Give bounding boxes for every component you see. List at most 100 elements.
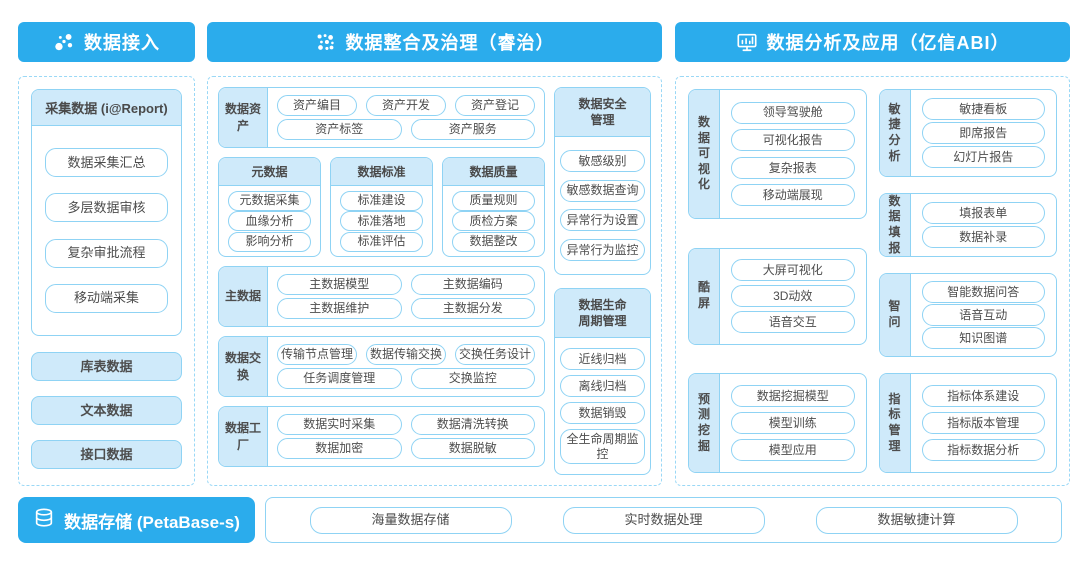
chip-metadata-collect[interactable]: 元数据采集 <box>228 190 311 211</box>
data-asset-group: 数据资产 资产编目 资产开发 资产登记 资产标签 资产服务 <box>218 87 545 148</box>
agile-analysis-group: 敏捷分析 敏捷看板 即席报告 幻灯片报告 <box>878 89 1057 177</box>
chip-realtime-processing[interactable]: 实时数据处理 <box>562 506 765 534</box>
chip-nearline-archive[interactable]: 近线归档 <box>560 347 645 370</box>
chip-slide-report[interactable]: 幻灯片报告 <box>921 146 1045 168</box>
chip-voice-interaction[interactable]: 语音交互 <box>731 311 855 334</box>
chip-visual-report[interactable]: 可视化报告 <box>731 129 855 152</box>
chip-master-maintain[interactable]: 主数据维护 <box>277 298 402 319</box>
header-data-access[interactable]: 数据接入 <box>18 22 195 62</box>
header-label: 数据整合及治理（睿治） <box>345 33 555 53</box>
chip-model-training[interactable]: 模型训练 <box>731 412 855 434</box>
chip-voice-interact[interactable]: 语音互动 <box>921 304 1045 326</box>
data-quality-group: 数据质量 质量规则 质检方案 数据整改 <box>442 157 545 257</box>
chip-indicator-version[interactable]: 指标版本管理 <box>921 412 1045 434</box>
chip-exchange-task-design[interactable]: 交换任务设计 <box>455 344 535 365</box>
chip-model-apply[interactable]: 模型应用 <box>731 439 855 461</box>
chip-task-schedule-mgmt[interactable]: 任务调度管理 <box>277 368 402 389</box>
chip-table-data[interactable]: 库表数据 <box>31 352 182 381</box>
chip-offline-archive[interactable]: 离线归档 <box>560 375 645 397</box>
metadata-title: 元数据 <box>219 158 320 186</box>
chip-agile-board[interactable]: 敏捷看板 <box>921 98 1045 120</box>
chip-3d-effect[interactable]: 3D动效 <box>731 285 855 307</box>
chip-complex-report[interactable]: 复杂报表 <box>731 156 855 179</box>
chip-complex-approval[interactable]: 复杂审批流程 <box>45 238 168 268</box>
chip-lineage-analysis[interactable]: 血缘分析 <box>228 211 311 231</box>
chip-standard-evaluate[interactable]: 标准评估 <box>340 231 423 252</box>
report-box-title: 采集数据 (i@Report) <box>32 90 181 126</box>
chip-leader-cockpit[interactable]: 领导驾驶舱 <box>731 101 855 124</box>
chip-asset-register[interactable]: 资产登记 <box>455 95 535 116</box>
master-data-group: 主数据 主数据模型 主数据编码 主数据维护 主数据分发 <box>218 266 545 327</box>
chip-data-supplement[interactable]: 数据补录 <box>921 226 1045 248</box>
chip-standard-build[interactable]: 标准建设 <box>340 190 423 211</box>
dot-cluster-icon <box>315 31 337 53</box>
analysis-right-subcolumn: 敏捷分析 敏捷看板 即席报告 幻灯片报告 数据填报 填报表单 数据补录 智问 智… <box>878 89 1057 473</box>
chip-adhoc-report[interactable]: 即席报告 <box>921 122 1045 144</box>
analysis-left-subcolumn: 数据可视化 领导驾驶舱 可视化报告 复杂报表 移动端展现 酷屏 大屏可视化 3D… <box>688 89 867 473</box>
storage-label: 数据存储 (PetaBase-s) <box>64 512 240 532</box>
chip-impact-analysis[interactable]: 影响分析 <box>228 231 311 252</box>
source-data-list: 库表数据 文本数据 接口数据 <box>31 352 182 469</box>
header-data-analysis[interactable]: 数据分析及应用（亿信ABI） <box>675 22 1070 62</box>
data-visualization-group: 数据可视化 领导驾驶舱 可视化报告 复杂报表 移动端展现 <box>688 89 867 219</box>
chip-api-data[interactable]: 接口数据 <box>31 440 182 469</box>
chip-agile-computing[interactable]: 数据敏捷计算 <box>815 506 1018 534</box>
chip-exchange-monitor[interactable]: 交换监控 <box>410 368 535 389</box>
chip-filling-form[interactable]: 填报表单 <box>921 202 1045 224</box>
cool-screen-label: 酷屏 <box>689 248 720 344</box>
indicator-mgmt-group: 指标管理 指标体系建设 指标版本管理 指标数据分析 <box>878 373 1057 473</box>
chip-transfer-node-mgmt[interactable]: 传输节点管理 <box>277 344 357 365</box>
chip-quality-rule[interactable]: 质量规则 <box>452 190 535 211</box>
storage-capability-box: 海量数据存储 实时数据处理 数据敏捷计算 <box>265 497 1062 543</box>
chip-data-rectify[interactable]: 数据整改 <box>452 231 535 252</box>
chip-multilayer-audit[interactable]: 多层数据审核 <box>45 193 168 223</box>
chip-standard-landing[interactable]: 标准落地 <box>340 211 423 231</box>
chip-indicator-system[interactable]: 指标体系建设 <box>921 385 1045 407</box>
chip-quality-plan[interactable]: 质检方案 <box>452 211 535 231</box>
chip-text-data[interactable]: 文本数据 <box>31 396 182 425</box>
data-factory-group: 数据工厂 数据实时采集 数据清洗转换 数据加密 数据脱敏 <box>218 406 545 467</box>
governance-main-area: 数据资产 资产编目 资产开发 资产登记 资产标签 资产服务 元数据 <box>218 87 545 475</box>
data-standard-title: 数据标准 <box>331 158 432 186</box>
chip-indicator-analysis[interactable]: 指标数据分析 <box>921 439 1045 461</box>
chip-master-code[interactable]: 主数据编码 <box>410 274 535 295</box>
chip-asset-service[interactable]: 资产服务 <box>410 119 535 140</box>
chip-data-collect-summary[interactable]: 数据采集汇总 <box>45 148 168 178</box>
network-nodes-icon <box>53 31 75 53</box>
monitor-chart-icon <box>736 31 758 53</box>
data-security-group: 数据安全管理 敏感级别 敏感数据查询 异常行为设置 异常行为监控 <box>554 87 651 275</box>
chip-data-mask[interactable]: 数据脱敏 <box>410 438 535 459</box>
data-visualization-label: 数据可视化 <box>689 90 720 218</box>
chip-master-model[interactable]: 主数据模型 <box>277 274 402 295</box>
data-lifecycle-title: 数据生命周期管理 <box>555 288 650 338</box>
agile-analysis-label: 敏捷分析 <box>879 90 911 176</box>
chip-asset-develop[interactable]: 资产开发 <box>366 95 446 116</box>
chip-massive-storage[interactable]: 海量数据存储 <box>309 506 512 534</box>
smart-ask-group: 智问 智能数据问答 语音互动 知识图谱 <box>878 273 1057 357</box>
chip-smart-qa[interactable]: 智能数据问答 <box>921 281 1045 303</box>
chip-sensitive-level[interactable]: 敏感级别 <box>560 150 645 172</box>
chip-realtime-collect[interactable]: 数据实时采集 <box>277 414 402 435</box>
chip-bigscreen-viz[interactable]: 大屏可视化 <box>731 258 855 281</box>
chip-asset-tag[interactable]: 资产标签 <box>277 119 402 140</box>
column-data-access: 采集数据 (i@Report) 数据采集汇总 多层数据审核 复杂审批流程 移动端… <box>18 76 195 486</box>
chip-lifecycle-monitor[interactable]: 全生命周期监控 <box>560 429 645 464</box>
chip-mining-model[interactable]: 数据挖掘模型 <box>731 385 855 407</box>
chip-abnormal-monitor[interactable]: 异常行为监控 <box>560 238 645 261</box>
chip-clean-transform[interactable]: 数据清洗转换 <box>410 414 535 435</box>
chip-knowledge-graph[interactable]: 知识图谱 <box>921 327 1045 349</box>
chip-data-destroy[interactable]: 数据销毁 <box>560 402 645 425</box>
chip-master-distribute[interactable]: 主数据分发 <box>410 298 535 319</box>
header-data-storage[interactable]: 数据存储 (PetaBase-s) <box>18 497 255 543</box>
chip-asset-catalog[interactable]: 资产编目 <box>277 95 357 116</box>
chip-data-transfer-exchange[interactable]: 数据传输交换 <box>366 344 446 365</box>
chip-mobile-display[interactable]: 移动端展现 <box>731 184 855 207</box>
header-data-governance[interactable]: 数据整合及治理（睿治） <box>207 22 662 62</box>
chip-mobile-collect[interactable]: 移动端采集 <box>45 283 168 313</box>
metadata-group: 元数据 元数据采集 血缘分析 影响分析 <box>218 157 321 257</box>
chip-sensitive-query[interactable]: 敏感数据查询 <box>560 179 645 202</box>
data-asset-label: 数据资产 <box>219 88 268 147</box>
chip-abnormal-setting[interactable]: 异常行为设置 <box>560 209 645 232</box>
chip-data-encrypt[interactable]: 数据加密 <box>277 438 402 459</box>
column-data-analysis: 数据可视化 领导驾驶舱 可视化报告 复杂报表 移动端展现 酷屏 大屏可视化 3D… <box>675 76 1070 486</box>
